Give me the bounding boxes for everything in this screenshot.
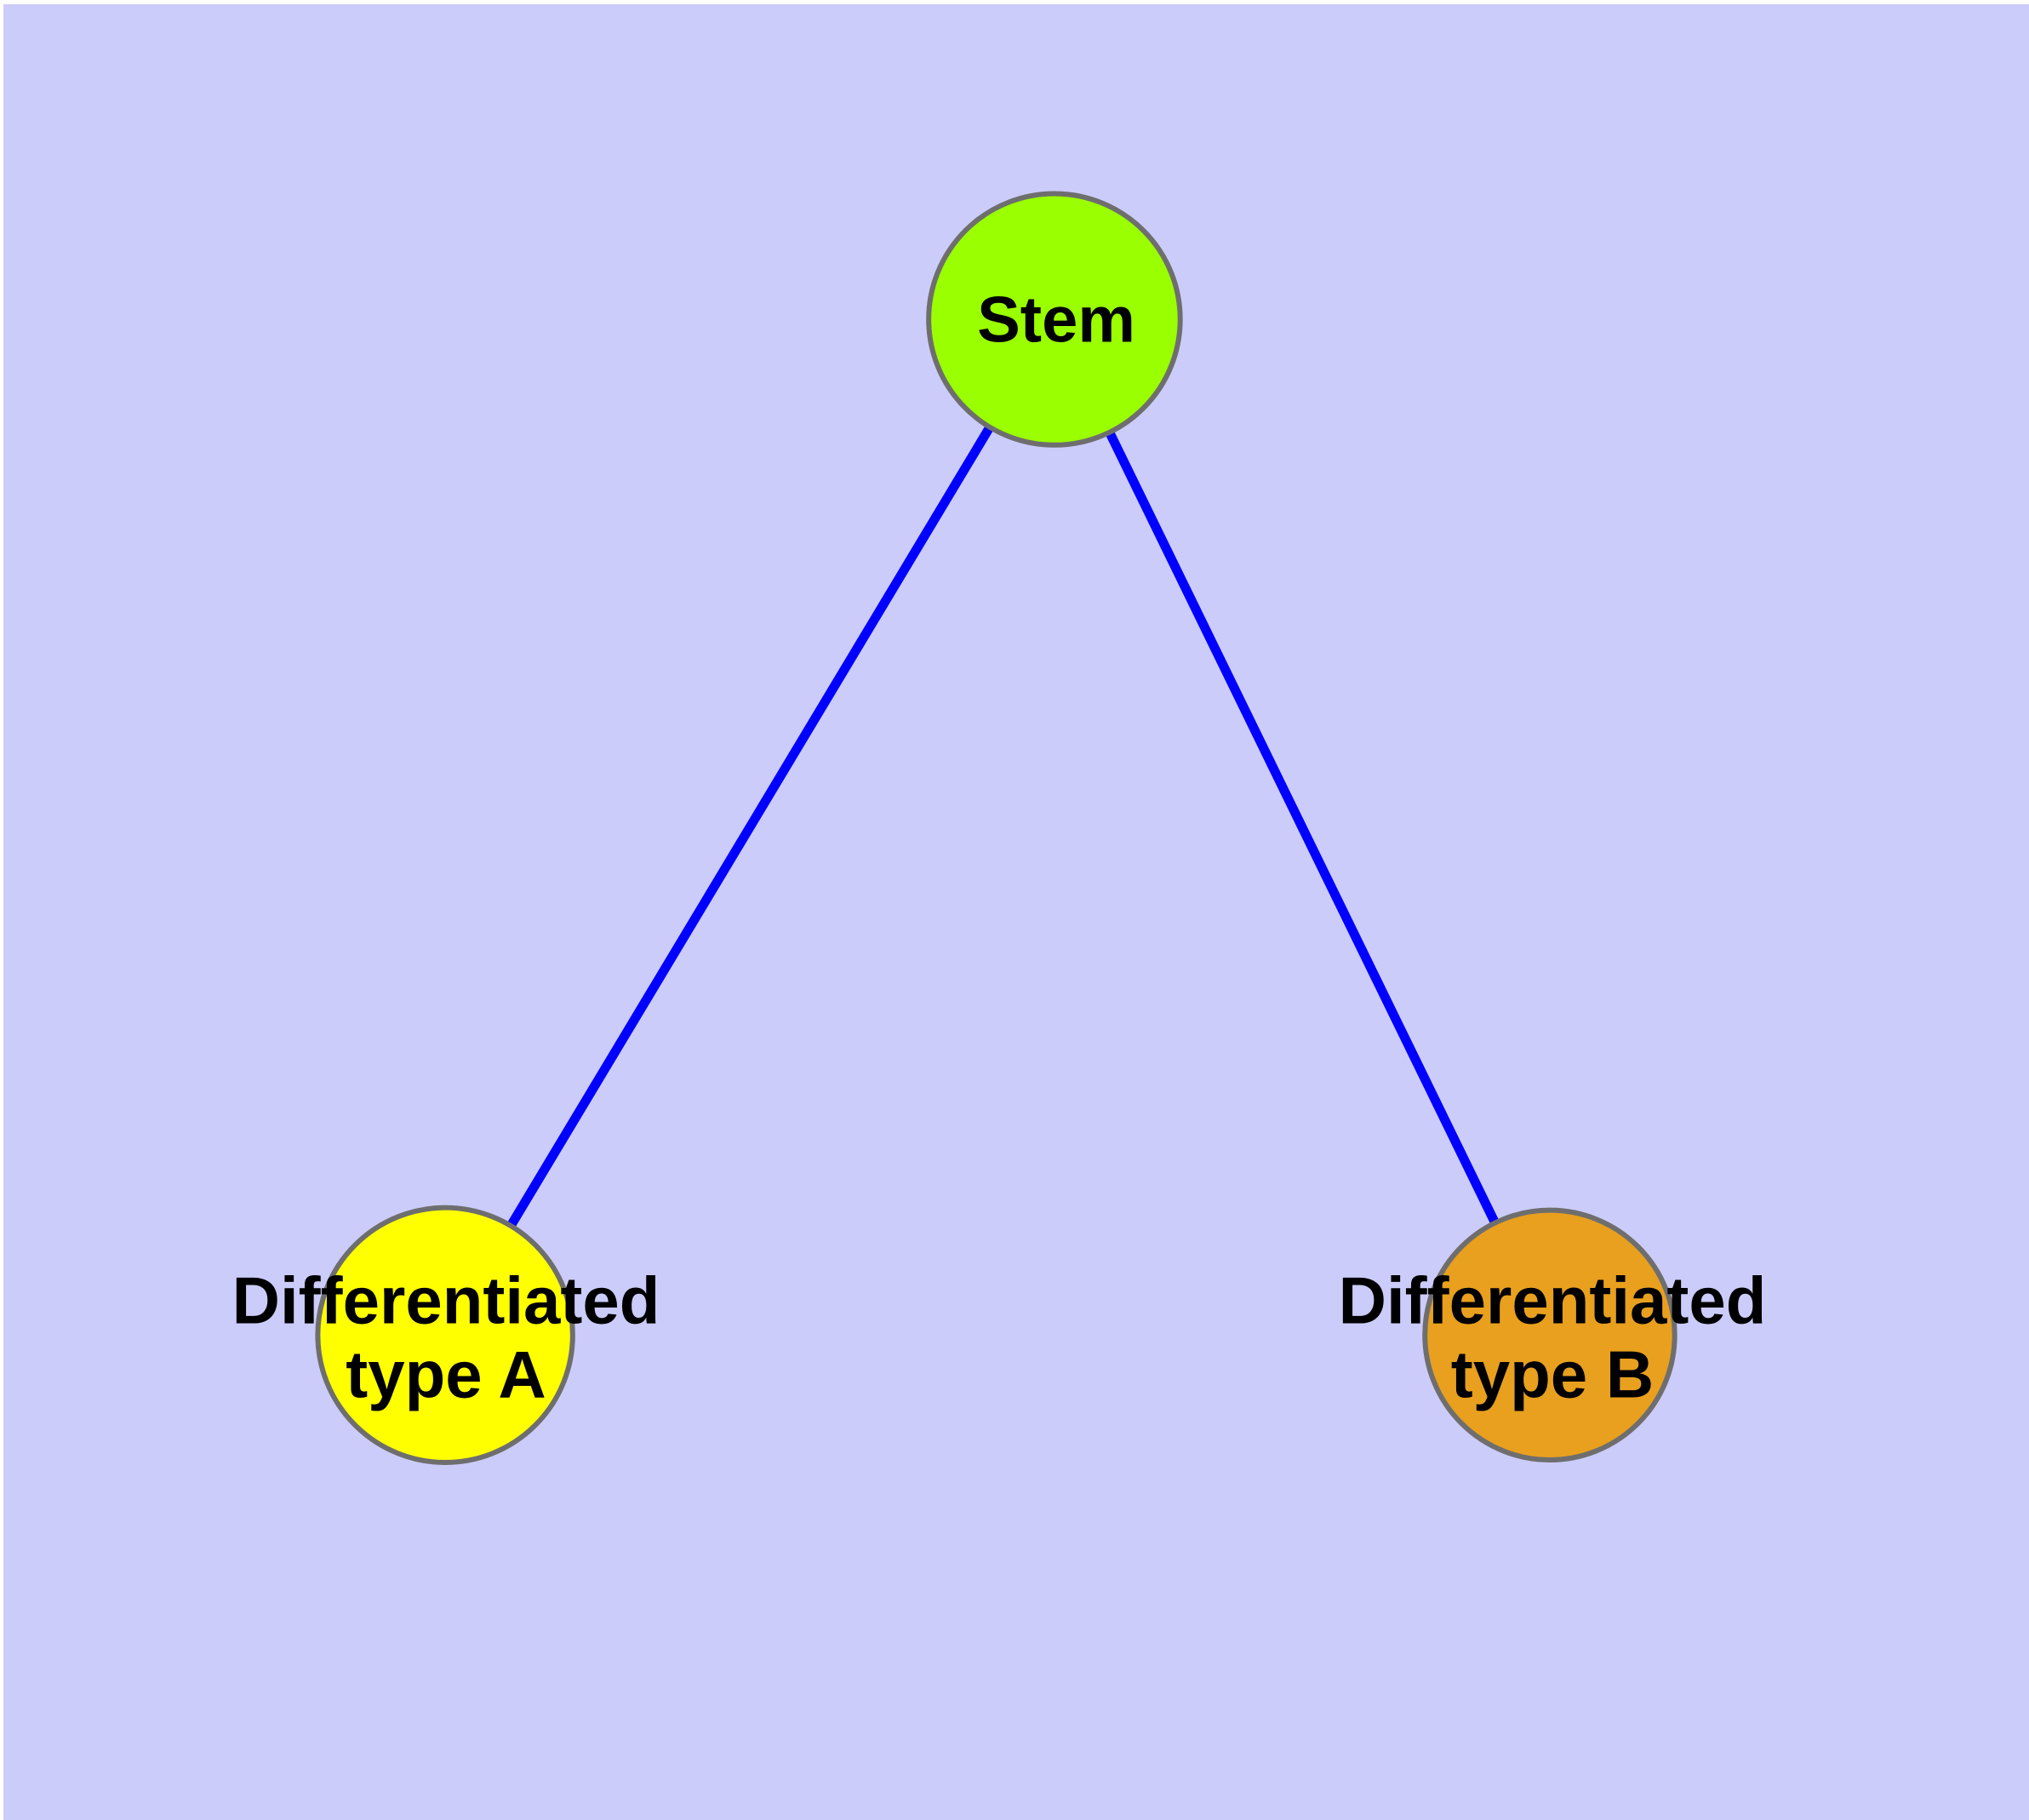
node-stem[interactable] <box>926 191 1183 448</box>
node-differentiated-type-a[interactable] <box>315 1205 575 1465</box>
node-layer <box>315 191 1677 1465</box>
edge-stem-to-differentiated-type-b <box>1049 317 1554 1337</box>
edge-layer <box>441 317 1554 1338</box>
edge-stem-to-differentiated-type-a <box>441 317 1059 1338</box>
graph-svg <box>315 191 1677 1465</box>
node-differentiated-type-b[interactable] <box>1422 1207 1677 1462</box>
